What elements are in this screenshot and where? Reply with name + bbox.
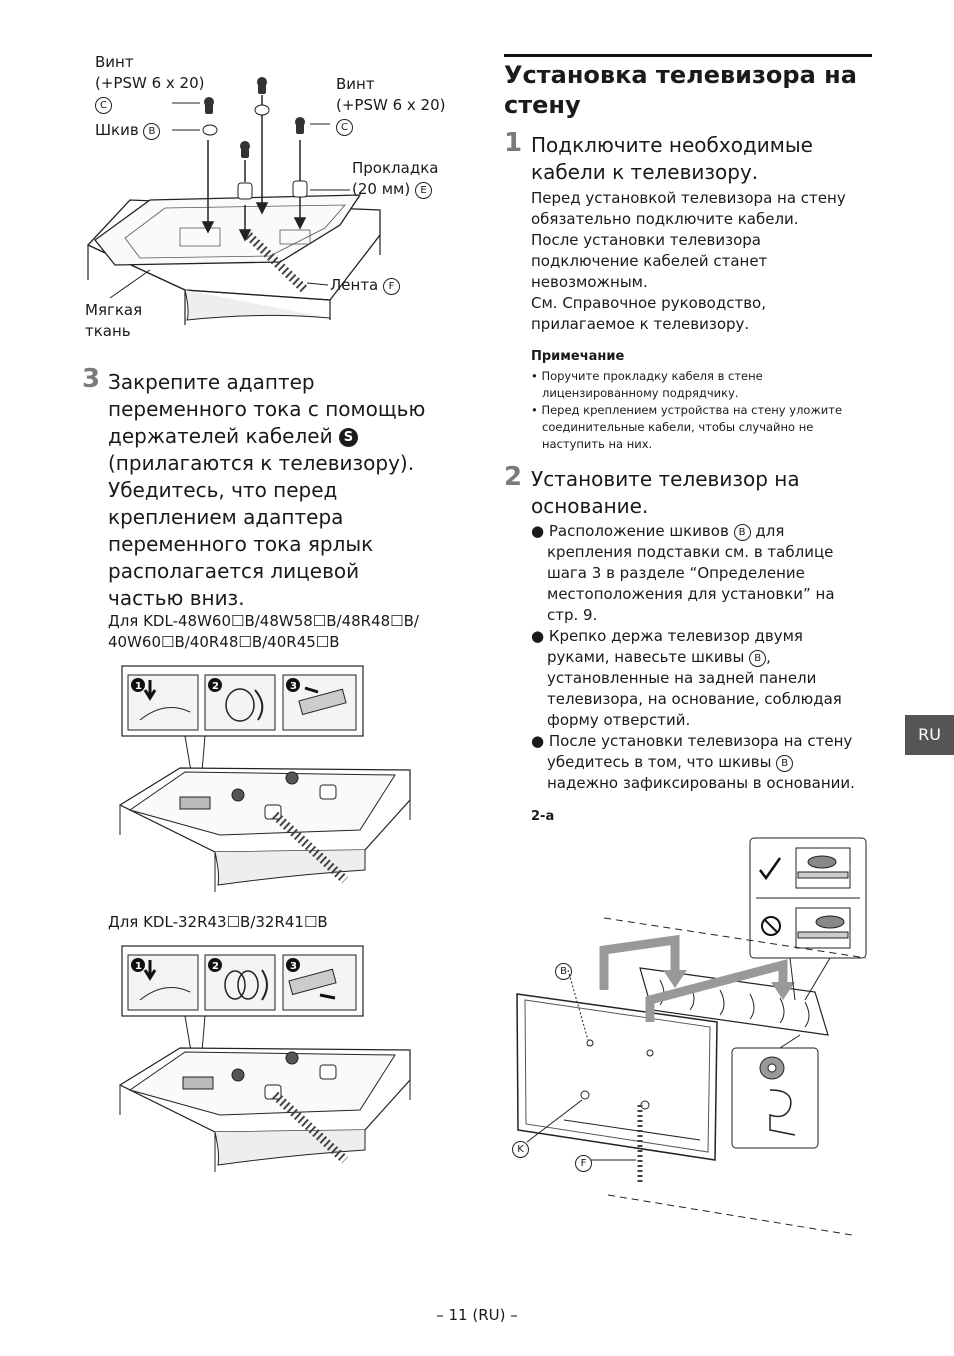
- figure-label: 2-a: [531, 809, 555, 824]
- step3-number: 3: [82, 364, 101, 394]
- screw-left-label: Винт (+PSW 6 x 20) C: [95, 52, 204, 115]
- note-title: Примечание: [531, 349, 625, 364]
- note-bullet-icon: •: [531, 369, 538, 383]
- svg-text:2: 2: [212, 681, 219, 692]
- callout-k: K: [512, 1138, 529, 1158]
- tv-mounting-parts-illustration: [86, 77, 381, 325]
- bullet-icon: ●: [531, 732, 545, 750]
- note-bullet-icon: •: [531, 403, 538, 417]
- step1-title: Подключите необходимые кабели к телевизо…: [531, 133, 813, 184]
- step1-body: Перед установкой телевизора на стену обя…: [531, 189, 846, 333]
- callout-b: B: [555, 960, 572, 980]
- page-number: – 11 (RU) –: [436, 1306, 518, 1324]
- pulley-label: Шкив B: [95, 120, 161, 141]
- bullet-icon: ●: [531, 522, 545, 540]
- belt-label: Лента F: [330, 275, 401, 296]
- step2-title: Установите телевизор на основание.: [531, 467, 800, 518]
- step2-number: 2: [504, 462, 523, 492]
- section-heading: Установка телевизора на стену: [504, 61, 857, 119]
- note-list: • Поручите прокладку кабеля в стене лице…: [531, 369, 843, 451]
- models-a: Для KDL-48W60☐B/48W58☐B/48R48☐B/ 40W60☐B…: [108, 612, 419, 651]
- callout-f: F: [575, 1152, 592, 1172]
- step1-number: 1: [504, 128, 523, 158]
- models-b: Для KDL-32R43☐B/32R41☐B: [108, 913, 328, 931]
- soft-cloth-label: Мягкая ткань: [85, 301, 143, 340]
- svg-text:3: 3: [290, 681, 297, 692]
- svg-text:1: 1: [135, 961, 142, 972]
- svg-text:3: 3: [290, 961, 297, 972]
- spacer-label: Прокладка (20 мм) E: [352, 159, 439, 199]
- heading-rule: [504, 54, 872, 57]
- step2-bullets: ● Расположение шкивов B для крепления по…: [531, 522, 855, 792]
- language-tab: RU: [905, 715, 954, 755]
- svg-text:2: 2: [212, 961, 219, 972]
- bullet-icon: ●: [531, 627, 545, 645]
- step3-text: Закрепите адаптер переменного тока с пом…: [108, 370, 426, 610]
- screw-right-label: Винт (+PSW 6 x 20) C: [336, 74, 445, 137]
- svg-text:1: 1: [135, 681, 142, 692]
